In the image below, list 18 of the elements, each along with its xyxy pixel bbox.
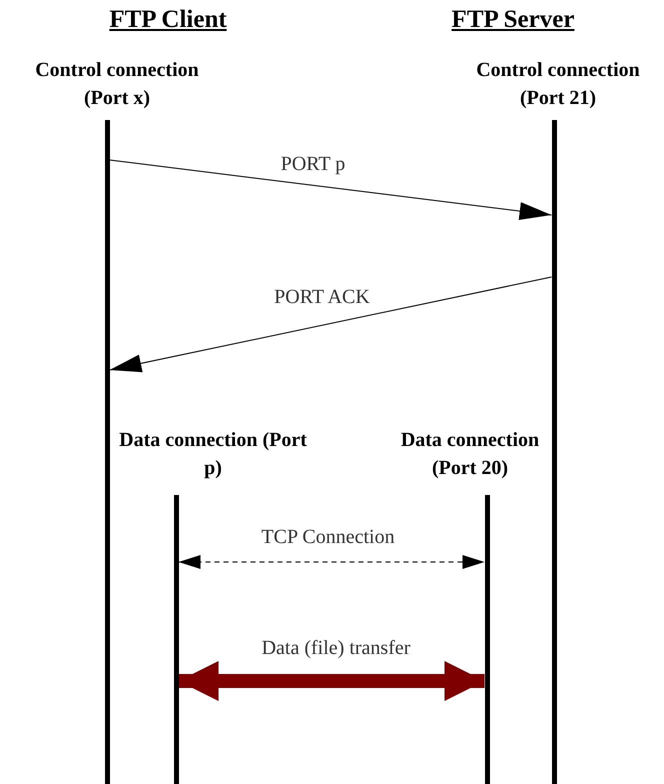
lifeline [174, 495, 178, 784]
edge-label: Data (file) transfer [260, 637, 412, 660]
lifeline-heading: Control connection (Port x) [34, 58, 200, 111]
arrow [109, 160, 552, 220]
lifeline [484, 495, 490, 784]
lifeline-heading: Data connection (Port 20) [400, 428, 540, 481]
double-arrow [178, 661, 484, 701]
edge-label: TCP Connection [260, 526, 396, 549]
edge-label: PORT ACK [273, 286, 371, 309]
heading: FTP Client [108, 6, 228, 34]
arrow [109, 276, 552, 372]
lifeline-heading: Data connection (Port p) [118, 428, 308, 481]
heading: FTP Server [450, 6, 576, 34]
lifeline [552, 120, 556, 784]
lifeline-heading: Control connection (Port 21) [475, 58, 641, 111]
lifeline [104, 120, 110, 784]
edge-label: PORT p [280, 153, 346, 176]
arrow [178, 555, 485, 569]
